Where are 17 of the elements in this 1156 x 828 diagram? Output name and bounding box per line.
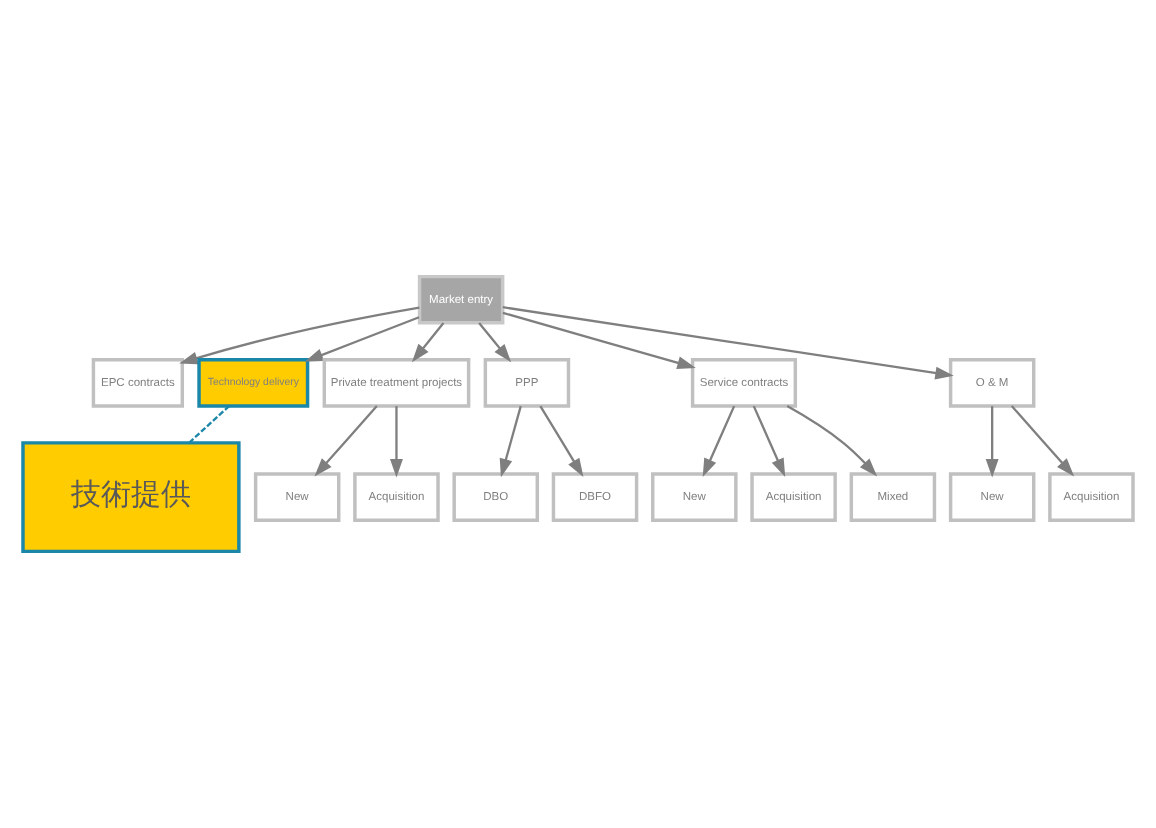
arrow xyxy=(702,405,736,478)
arrow xyxy=(314,405,378,477)
arrow xyxy=(478,322,512,363)
arrow xyxy=(786,405,878,477)
arrow xyxy=(502,306,954,380)
arrow xyxy=(179,306,420,365)
node-box: 技術提供 xyxy=(21,441,241,554)
arrow xyxy=(411,322,445,363)
arrow xyxy=(390,406,403,478)
arrow xyxy=(752,405,786,478)
arrow xyxy=(539,405,584,477)
arrow xyxy=(502,311,696,370)
arrow xyxy=(499,405,522,478)
connector xyxy=(188,405,230,444)
arrow xyxy=(985,406,999,478)
arrow xyxy=(304,316,420,362)
arrow xyxy=(1010,405,1075,477)
